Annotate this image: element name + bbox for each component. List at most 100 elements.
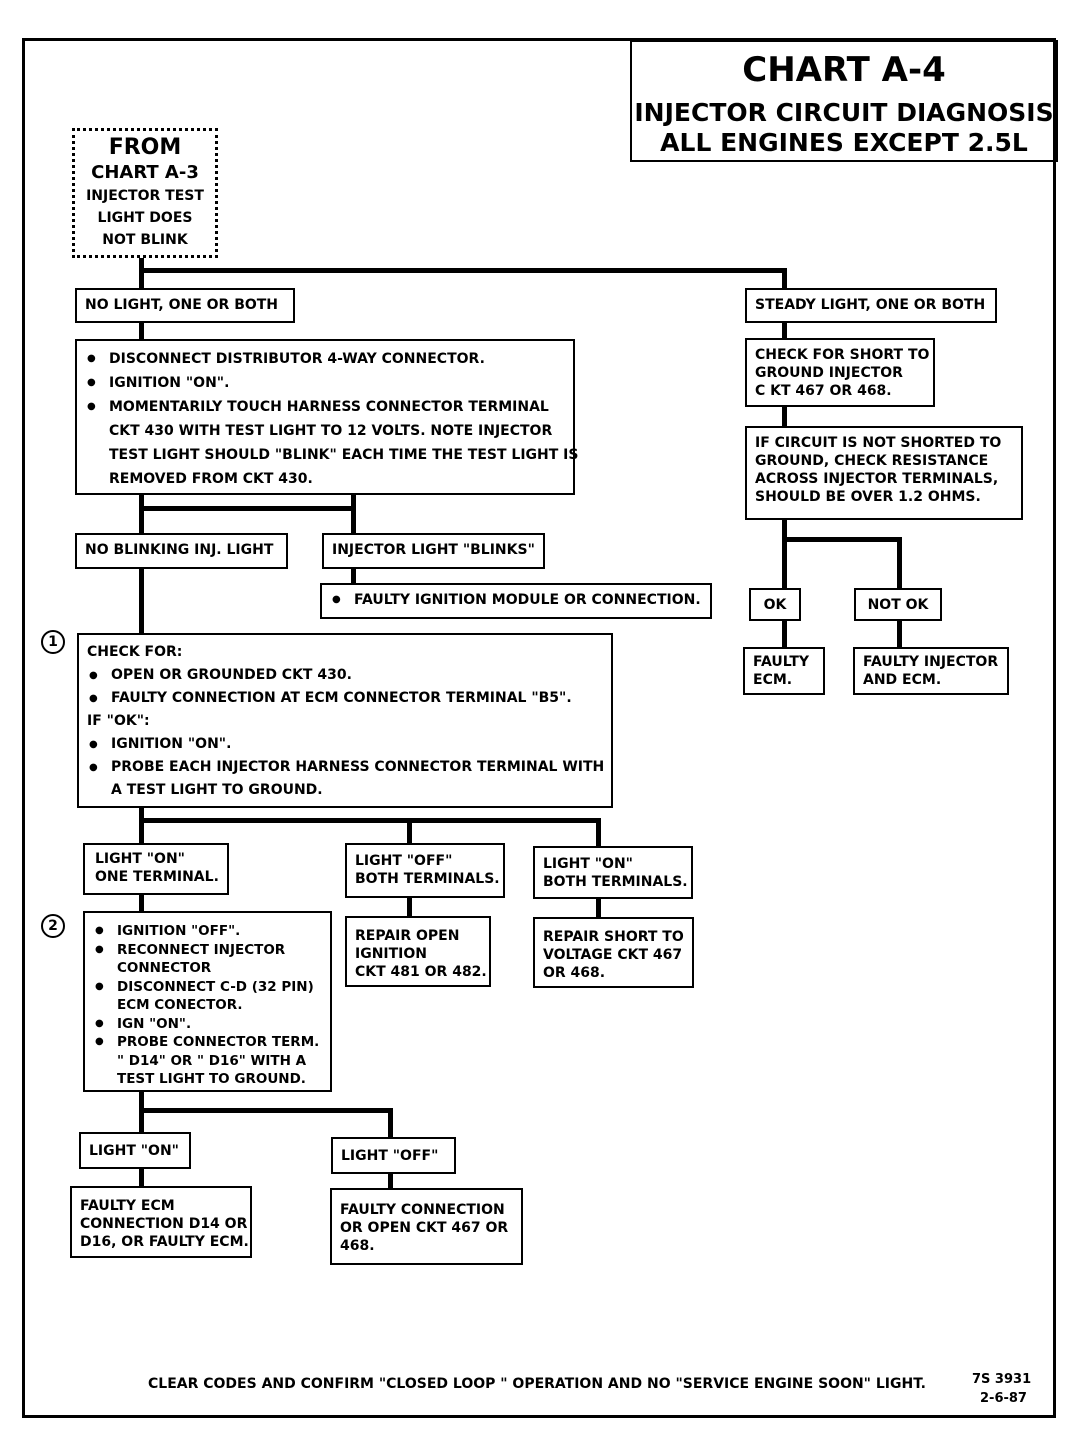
connector-line <box>139 1108 393 1113</box>
connector-line <box>782 321 787 339</box>
faulty-connection-box: FAULTY CONNECTION OR OPEN CKT 467 OR 468… <box>330 1188 523 1265</box>
connector-line <box>139 506 356 511</box>
from-line-5: NOT BLINK <box>102 232 188 248</box>
step-text: IGNITION "ON". <box>111 736 232 752</box>
connector-line <box>596 898 601 918</box>
connector-line <box>139 807 144 843</box>
connector-line <box>388 1108 393 1138</box>
box-text: CHECK FOR SHORT TO <box>755 347 930 363</box>
steady-light-label: STEADY LIGHT, ONE OR BOTH <box>755 297 986 313</box>
check-short-box: CHECK FOR SHORT TO GROUND INJECTOR C KT … <box>745 338 935 407</box>
step-bullet: IGNITION "OFF". <box>93 922 322 941</box>
repair-short-box: REPAIR SHORT TO VOLTAGE CKT 467 OR 468. <box>533 917 694 988</box>
step-text: IGNITION "ON". <box>109 375 230 391</box>
step-bullet: PROBE CONNECTOR TERM. " D14" OR " D16" W… <box>93 1033 322 1089</box>
box-text: CKT 481 OR 482. <box>355 964 487 980</box>
faulty-ecm-connection-box: FAULTY ECM CONNECTION D14 OR D16, OR FAU… <box>70 1186 252 1258</box>
connector-line <box>596 818 601 846</box>
step-text: REMOVED FROM CKT 430. <box>109 471 313 487</box>
box-text: VOLTAGE CKT 467 <box>543 947 683 963</box>
step-bullet: OPEN OR GROUNDED CKT 430. <box>87 664 603 687</box>
box-text: BOTH TERMINALS. <box>543 874 688 890</box>
step-bullet: FAULTY CONNECTION AT ECM CONNECTOR TERMI… <box>87 687 603 710</box>
box-text: IGNITION <box>355 946 428 962</box>
resistance-check-box: IF CIRCUIT IS NOT SHORTED TO GROUND, CHE… <box>745 426 1023 520</box>
box-text: REPAIR SHORT TO <box>543 929 684 945</box>
connector-line <box>139 568 144 634</box>
step-text: IF "OK": <box>87 713 150 729</box>
box-text: D16, OR FAULTY ECM. <box>80 1234 249 1250</box>
box-text: 468. <box>340 1238 375 1254</box>
box-text: LIGHT "ON" <box>89 1143 179 1159</box>
step-2-check-box: IGNITION "OFF". RECONNECT INJECTOR CONNE… <box>83 911 332 1092</box>
box-text: GROUND INJECTOR <box>755 365 903 381</box>
connector-line <box>139 322 144 340</box>
box-text: FAULTY CONNECTION <box>340 1202 505 1218</box>
light-off-both-terminals-box: LIGHT "OFF" BOTH TERMINALS. <box>345 843 505 898</box>
connector-line <box>351 494 356 534</box>
connector-line <box>139 818 601 823</box>
box-text: LIGHT "OFF" <box>341 1148 439 1164</box>
step-bullet: IGNITION "ON". <box>85 371 565 395</box>
step-bullet: MOMENTARILY TOUCH HARNESS CONNECTOR TERM… <box>85 395 579 491</box>
step-text: A TEST LIGHT TO GROUND. <box>111 782 323 798</box>
box-text: CONNECTION D14 OR <box>80 1216 248 1232</box>
connector-line <box>139 268 787 273</box>
repair-open-box: REPAIR OPEN IGNITION CKT 481 OR 482. <box>345 916 491 987</box>
chart-subtitle-1: INJECTOR CIRCUIT DIAGNOSIS <box>634 98 1054 127</box>
step-bullet: IGNITION "ON". <box>87 733 603 756</box>
disconnect-distributor-step: DISCONNECT DISTRIBUTOR 4-WAY CONNECTOR. … <box>75 339 579 495</box>
box-text: GROUND, CHECK RESISTANCE <box>755 453 989 469</box>
from-chart-ref: CHART A-3 <box>91 162 199 183</box>
connector-line <box>897 537 902 589</box>
step-text: OPEN OR GROUNDED CKT 430. <box>111 667 352 683</box>
connector-line <box>782 537 902 542</box>
connector-line <box>139 1168 144 1186</box>
box-text: LIGHT "OFF" <box>355 853 453 869</box>
page-border <box>22 38 1056 1418</box>
connector-line <box>407 818 412 844</box>
box-text: SHOULD BE OVER 1.2 OHMS. <box>755 489 981 505</box>
no-blinking-label: NO BLINKING INJ. LIGHT <box>85 542 274 558</box>
step-text: CONNECTOR <box>117 960 212 976</box>
step-text: IGNITION "OFF". <box>117 923 241 939</box>
connector-line <box>407 897 412 917</box>
box-text: FAULTY INJECTOR <box>863 654 999 670</box>
step-text: CKT 430 WITH TEST LIGHT TO 12 VOLTS. NOT… <box>109 423 553 439</box>
light-on-both-terminals-box: LIGHT "ON" BOTH TERMINALS. <box>533 846 693 899</box>
connector-line <box>139 494 144 534</box>
box-text: ONE TERMINAL. <box>95 869 219 885</box>
box-text: FAULTY ECM <box>80 1198 175 1214</box>
connector-line <box>897 620 902 648</box>
light-on-one-terminal-box: LIGHT "ON" ONE TERMINAL. <box>83 843 229 895</box>
document-date: 2-6-87 <box>980 1391 1027 1406</box>
chart-subtitle-2: ALL ENGINES EXCEPT 2.5L <box>660 128 1028 157</box>
step-number-1: 1 <box>41 630 65 654</box>
document-id: 7S 3931 <box>972 1372 1032 1387</box>
step-text: PROBE CONNECTOR TERM. <box>117 1034 320 1050</box>
not-ok-label: NOT OK <box>867 597 929 613</box>
ok-box: OK <box>749 588 801 621</box>
connector-line <box>782 268 787 288</box>
step-bullet: RECONNECT INJECTOR CONNECTOR <box>93 941 322 978</box>
step-text: DISCONNECT C-D (32 PIN) <box>117 978 314 995</box>
chart-title: CHART A-4 <box>742 50 946 90</box>
faulty-ignition-box: FAULTY IGNITION MODULE OR CONNECTION. <box>320 583 712 619</box>
step-text: TEST LIGHT TO GROUND. <box>117 1071 306 1087</box>
faulty-injector-ecm-box: FAULTY INJECTOR AND ECM. <box>853 647 1009 695</box>
box-text: ACROSS INJECTOR TERMINALS, <box>755 471 999 487</box>
injector-blinks-label: INJECTOR LIGHT "BLINKS" <box>332 542 535 558</box>
box-text: LIGHT "ON" <box>95 851 185 867</box>
ok-label: OK <box>763 597 787 613</box>
from-line-4: LIGHT DOES <box>97 210 193 226</box>
step-text: FAULTY IGNITION MODULE OR CONNECTION. <box>354 592 701 608</box>
step-number-2: 2 <box>41 914 65 938</box>
step-1-check-box: CHECK FOR: OPEN OR GROUNDED CKT 430. FAU… <box>77 633 613 808</box>
step-text: TEST LIGHT SHOULD "BLINK" EACH TIME THE … <box>109 447 579 463</box>
step-bullet: IGN "ON". <box>93 1015 322 1034</box>
box-text: IF CIRCUIT IS NOT SHORTED TO <box>755 435 1002 451</box>
connector-line <box>782 406 787 426</box>
step-bullet: PROBE EACH INJECTOR HARNESS CONNECTOR TE… <box>87 756 604 802</box>
no-light-label: NO LIGHT, ONE OR BOTH <box>85 297 279 313</box>
